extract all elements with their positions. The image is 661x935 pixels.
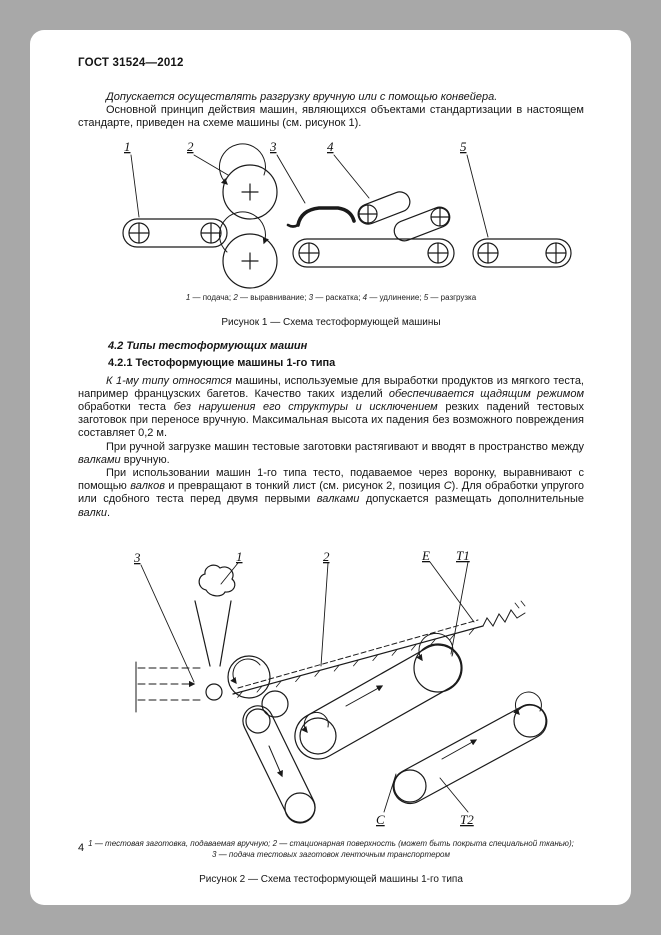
- section-4-2-heading: 4.2 Типы тестоформующих машин: [108, 339, 308, 352]
- figure1-leveling-rollers: [218, 143, 278, 289]
- figure2-label-e: E: [421, 548, 430, 563]
- document-page: ГОСТ 31524—2012 Допускается осуществлять…: [30, 30, 631, 905]
- section-4-2-1-heading: 4.2.1 Тестоформующие машины 1-го типа: [108, 356, 336, 369]
- figure2-stationary-surface: [232, 619, 484, 698]
- figure1-callout-1: 1: [124, 139, 131, 154]
- figure1-callout-4: 4: [327, 139, 334, 154]
- figure2-dough-piece: [198, 564, 236, 597]
- figure1-infeed-conveyor: [122, 218, 228, 248]
- figure1-callout-2: 2: [187, 139, 194, 154]
- figure2-hopper: [194, 600, 232, 667]
- figure2-diagram: 3 1 2 E T1 C T2: [133, 548, 548, 827]
- figure2-label-t2: T2: [460, 812, 474, 827]
- figure2: 3 1 2 E T1 C T2 1 — тестовая заготовка, …: [78, 546, 584, 885]
- intro-paragraph-1: Допускается осуществлять разгрузку вручн…: [106, 91, 498, 103]
- figure1-sheeting-guide: [286, 205, 356, 228]
- figure2-belt-t2: [392, 691, 548, 804]
- figure1-callout-3: 3: [269, 139, 277, 154]
- figure1-discharge-conveyor: [472, 238, 572, 268]
- figure2-legend-line1: 1 — тестовая заготовка, подаваемая вручн…: [88, 838, 574, 848]
- figure1-leader-lines: [130, 154, 489, 238]
- figure1-caption: Рисунок 1 — Схема тестоформующей машины: [221, 316, 441, 328]
- figure2-label-2: 2: [323, 549, 330, 564]
- section-paragraph-2: При ручной загрузке машин тестовые загот…: [78, 440, 584, 466]
- page-number: 4: [78, 842, 85, 854]
- figure1-legend: 1 — подача; 2 — выравнивание; 3 — раскат…: [185, 292, 477, 302]
- figure2-down-belt: [242, 705, 316, 824]
- figure2-spring: [482, 600, 526, 627]
- figure2-label-3: 3: [133, 550, 141, 565]
- figure2-label-t1: T1: [456, 548, 470, 563]
- figure1: 1 2 3 4 5 1 — подача; 2 — выравнивание; …: [78, 135, 584, 328]
- figure1-elongating-rollers: [357, 190, 451, 242]
- section-paragraph-3: При использовании машин 1-го типа тесто,…: [78, 467, 585, 519]
- figure1-callout-5: 5: [460, 139, 467, 154]
- figure2-belt-feeder: [135, 661, 203, 713]
- figure1-middle-conveyor: [292, 238, 455, 268]
- figure2-label-1: 1: [236, 549, 243, 564]
- figure2-forming-rollers: [205, 655, 289, 718]
- figure2-legend-line2: 3 — подача тестовых заготовок ленточным …: [212, 849, 450, 859]
- figure2-belt-t1: [294, 632, 463, 760]
- figure2-label-c: C: [376, 812, 385, 827]
- figure1-diagram: 1 2 3 4 5: [122, 139, 572, 289]
- section-paragraph-1: К 1-му типу относятся машины, используем…: [78, 374, 584, 440]
- doc-header: ГОСТ 31524—2012: [78, 57, 184, 69]
- intro-paragraph-2: Основной принцип действия машин, являющи…: [78, 104, 584, 130]
- figure2-caption: Рисунок 2 — Схема тестоформующей машины …: [199, 873, 463, 885]
